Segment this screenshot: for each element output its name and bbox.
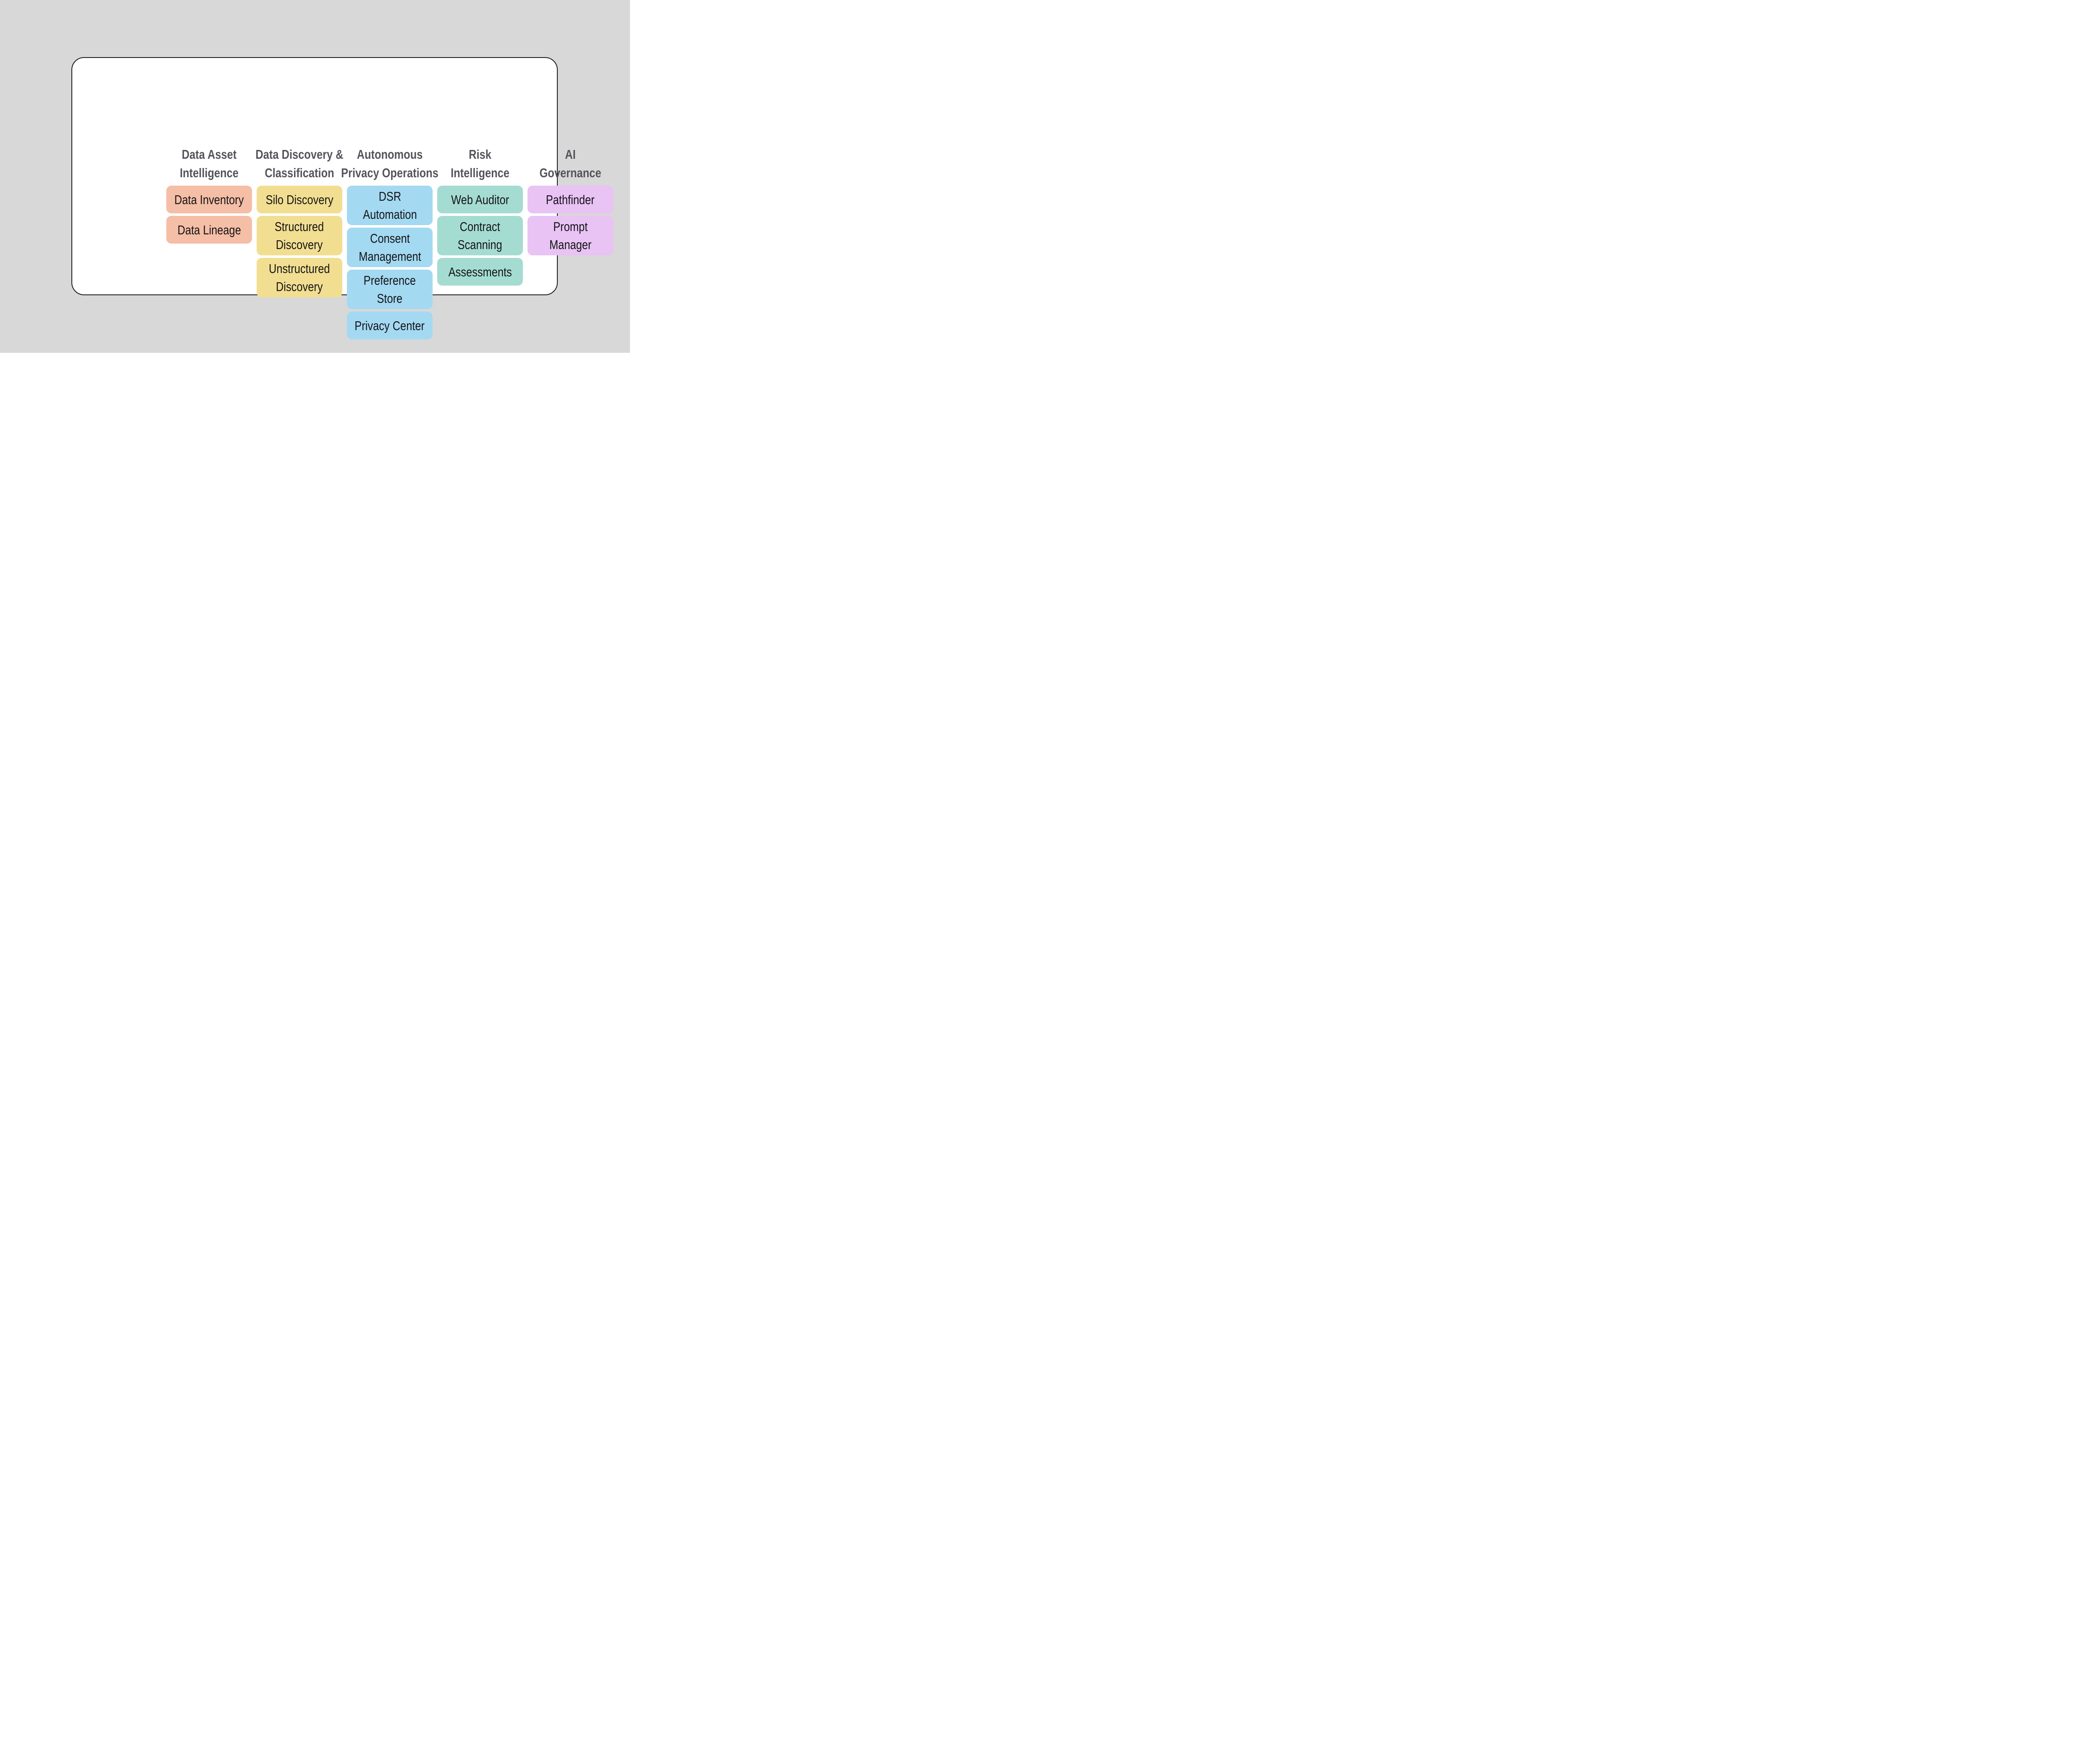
- product-box-label: Preference Store: [363, 273, 416, 306]
- product-box-label: Contract Scanning: [457, 219, 503, 252]
- column-ai-governance: AI Governance Pathfinder Prompt Manager: [528, 145, 613, 255]
- product-box-label: Data Lineage: [177, 222, 241, 237]
- product-box-label: Silo Discovery: [265, 192, 333, 207]
- product-box-label: Structured Discovery: [275, 219, 324, 252]
- product-box-label: Unstructured Discovery: [269, 261, 330, 294]
- column-header: Data Discovery & Classification: [255, 147, 344, 180]
- product-box-privacy-center: Privacy Center: [347, 312, 433, 339]
- product-box-unstructured-discovery: Unstructured Discovery: [257, 258, 342, 297]
- column-boxes: Data Inventory Data Lineage: [166, 186, 252, 244]
- column-header: Autonomous Privacy Operations: [341, 147, 438, 180]
- product-box-label: Web Auditor: [451, 192, 509, 207]
- column-header: AI Governance: [539, 147, 601, 180]
- column-risk-intelligence: Risk Intelligence Web Auditor Contract S…: [437, 145, 523, 286]
- column-boxes: Silo Discovery Structured Discovery Unst…: [257, 186, 342, 297]
- product-box-assessments: Assessments: [437, 258, 523, 286]
- product-box-data-lineage: Data Lineage: [166, 216, 252, 244]
- product-box-label: Prompt Manager: [549, 219, 592, 252]
- column-header: Risk Intelligence: [451, 147, 509, 180]
- platform-card: Data Asset Intelligence Data Inventory D…: [71, 57, 613, 339]
- product-box-label: Consent Management: [358, 231, 421, 264]
- product-box-prompt-manager: Prompt Manager: [528, 216, 613, 255]
- product-box-pathfinder: Pathfinder: [528, 186, 613, 213]
- column-header: Data Asset Intelligence: [180, 147, 239, 180]
- column-data-discovery-classification: Data Discovery & Classification Silo Dis…: [255, 145, 344, 297]
- product-box-preference-store: Preference Store: [347, 270, 433, 309]
- column-boxes: DSR Automation Consent Management Prefer…: [347, 186, 433, 339]
- column-boxes: Pathfinder Prompt Manager: [528, 186, 613, 255]
- column-autonomous-privacy-operations: Autonomous Privacy Operations DSR Automa…: [341, 145, 438, 339]
- product-box-silo-discovery: Silo Discovery: [257, 186, 342, 213]
- background: Data Asset Intelligence Data Inventory D…: [0, 0, 630, 353]
- product-box-label: DSR Automation: [362, 189, 417, 222]
- product-box-consent-management: Consent Management: [347, 228, 433, 267]
- product-box-structured-discovery: Structured Discovery: [257, 216, 342, 255]
- product-box-contract-scanning: Contract Scanning: [437, 216, 523, 255]
- product-box-dsr-automation: DSR Automation: [347, 186, 433, 225]
- product-box-data-inventory: Data Inventory: [166, 186, 252, 213]
- product-box-label: Data Inventory: [174, 192, 244, 207]
- product-box-label: Pathfinder: [546, 192, 595, 207]
- product-box-label: Privacy Center: [354, 318, 425, 333]
- product-box-web-auditor: Web Auditor: [437, 186, 523, 213]
- column-boxes: Web Auditor Contract Scanning Assessment…: [437, 186, 523, 286]
- column-data-asset-intelligence: Data Asset Intelligence Data Inventory D…: [166, 145, 252, 244]
- product-box-label: Assessments: [448, 264, 512, 279]
